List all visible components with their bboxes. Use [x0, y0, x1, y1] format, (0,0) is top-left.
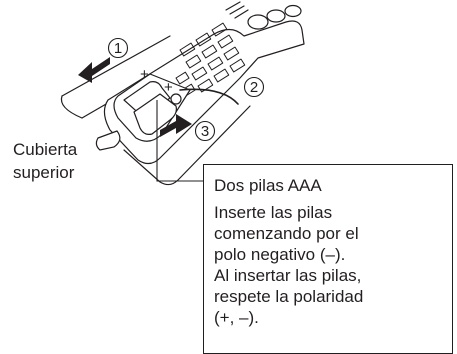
callout-line: comenzando por el	[214, 224, 359, 243]
cover-left-edge	[60, 95, 83, 119]
step-2-number: 2	[250, 79, 258, 96]
callout-title: Dos pilas AAA	[214, 176, 322, 195]
callout-line: respete la polaridad	[214, 287, 364, 306]
cover-label-line-1: Cubierta	[13, 140, 78, 159]
aaa-batteries	[123, 81, 182, 135]
svg-text:+: +	[164, 79, 173, 96]
callout-leader-line	[156, 100, 203, 182]
top-round-buttons	[225, 1, 302, 30]
callout-line: Al insertar las pilas,	[214, 266, 362, 285]
callout-line: Inserte las pilas	[214, 203, 333, 222]
top-cover-label: Cubierta superior	[13, 138, 77, 184]
remote-side-edge	[123, 105, 251, 186]
callout-line: polo negativo (–).	[214, 245, 346, 264]
cover-outline-upper	[61, 35, 171, 97]
step-1-number: 1	[114, 40, 122, 57]
step-3-number: 3	[201, 123, 209, 140]
step-3-circle	[194, 120, 216, 142]
battery-plus-signs: + +	[140, 66, 173, 96]
callout-line: (+, –).	[214, 308, 259, 327]
step-1-circle	[107, 37, 129, 59]
step-2-circle	[243, 76, 265, 98]
eject-triangle-icon	[95, 130, 121, 151]
battery-callout-box: Dos pilas AAA Inserte las pilas comenzan…	[203, 164, 453, 354]
step-1-arrow-left	[78, 57, 110, 83]
step-3-arrow-right	[160, 114, 192, 137]
cover-label-line-2: superior	[13, 163, 75, 182]
svg-text:+: +	[140, 66, 149, 83]
callout-instructions: Inserte las pilas comenzando por el polo…	[214, 202, 452, 328]
step-2-motion-curve	[179, 88, 239, 105]
